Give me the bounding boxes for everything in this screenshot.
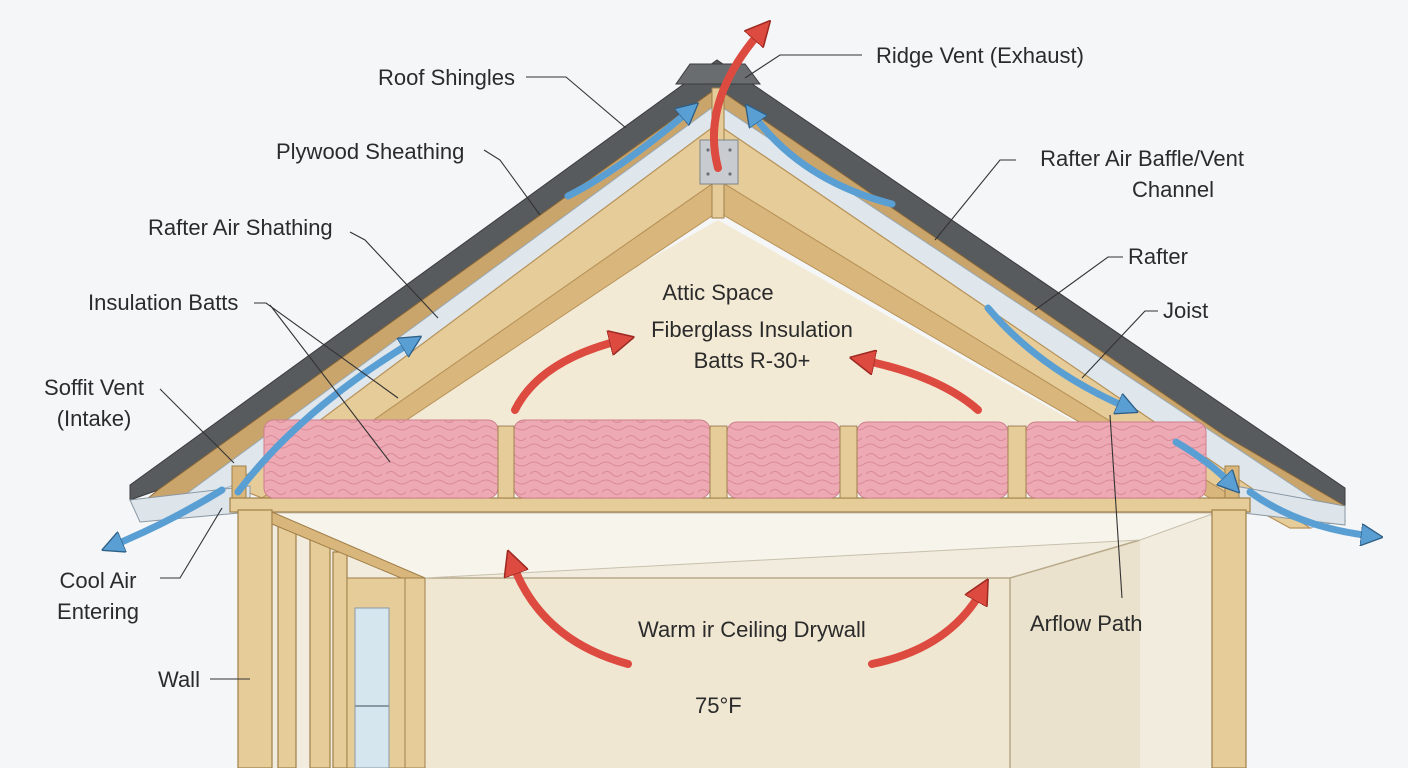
warm-air-arrows [511,30,982,668]
label-cool-air-line2: Entering [57,599,139,624]
label-roof-shingles: Roof Shingles [378,65,515,90]
side-wall [1010,540,1140,768]
label-soffit-vent-line2: (Intake) [56,406,132,431]
label-rafter: Rafter [1128,244,1188,269]
label-fiberglass-line1: Fiberglass Insulation [651,317,853,342]
attic-warm-air-arrow-right [862,360,982,414]
label-cool-air-entering: Cool Air Entering [40,565,156,627]
label-rafter-air-baffle-line1: Rafter Air Baffle/Vent [1040,146,1244,171]
ceiling-joist [229,497,1251,513]
label-airflow-path: Arflow Path [1030,611,1143,636]
ridge-vent-cap [675,63,761,85]
label-wall: Wall [158,667,200,692]
room-warm-air-arrow-right [868,590,982,668]
exhaust-eave-arrow [1246,488,1372,536]
right-channel-airflow-arrow [752,113,896,208]
window-glass [354,607,390,768]
label-warm-air-ceiling-drywall: Warm ir Ceiling Drywall [638,617,866,642]
ridge-exhaust-arrow [709,30,762,172]
label-ridge-vent: Ridge Vent (Exhaust) [876,43,1084,68]
label-cool-air-line1: Cool Air [59,568,137,593]
left-channel-airflow-arrow [564,110,690,200]
label-soffit-vent-line1: Soffit Vent [44,375,144,400]
back-wall [425,578,1010,768]
label-insulation-batts: Insulation Batts [88,290,239,315]
intake-airflow-arrow [234,342,412,496]
label-attic-space: Attic Space [662,280,774,305]
insulation-batts [263,419,1207,499]
label-joist: Joist [1163,298,1209,323]
label-plywood-sheathing: Plywood Sheathing [276,139,465,164]
label-temperature: 75°F [695,693,742,718]
label-rafter-air-baffle-line2: Channel [1132,177,1214,202]
cool-air-arrows [112,110,1372,546]
leader-lines [159,54,1158,680]
room-warm-air-arrow-left [512,562,632,668]
attic-warm-air-arrow-left [511,340,622,414]
downslope-airflow-arrow [984,304,1128,408]
cool-air-entering-arrow [112,486,226,546]
label-rafter-air-baffle: Rafter Air Baffle/Vent Channel [1020,143,1244,205]
joist-uprights [497,425,1027,499]
label-fiberglass-line2: Batts R-30+ [693,348,811,373]
label-soffit-vent: Soffit Vent (Intake) [30,372,158,434]
wall-framing [237,509,1247,768]
label-rafter-air-shathing: Rafter Air Shathing [148,215,333,240]
label-fiberglass-insulation: Fiberglass Insulation Batts R-30+ [622,314,882,376]
